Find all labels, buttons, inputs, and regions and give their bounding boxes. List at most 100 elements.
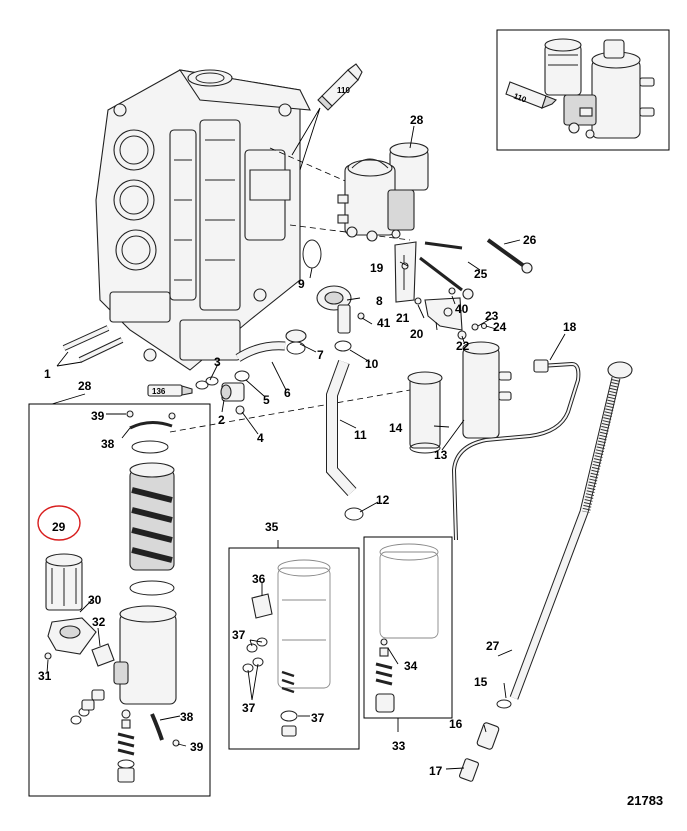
callout-24: 24	[493, 320, 507, 334]
callout-37-c: 37	[311, 711, 325, 725]
fuel-module-assembly-28	[337, 142, 429, 242]
callout-27: 27	[486, 639, 500, 653]
bracket-38-bottom	[150, 713, 164, 741]
o-ring-12	[344, 507, 364, 521]
callout-8: 8	[376, 294, 383, 308]
callout-34: 34	[404, 659, 418, 673]
callout-10: 10	[365, 357, 379, 371]
alignment-line	[269, 147, 401, 206]
bracket-38-top	[129, 421, 173, 430]
callout-23: 23	[485, 309, 499, 323]
callout-29: 29	[52, 520, 66, 534]
filter-element	[129, 462, 175, 571]
spring-35	[281, 670, 295, 694]
callout-12: 12	[376, 493, 390, 507]
callout-19: 19	[370, 261, 384, 275]
callout-25: 25	[474, 267, 488, 281]
callout-36: 36	[252, 572, 266, 586]
hose-27	[509, 361, 633, 700]
spring-valve-stack	[117, 709, 135, 783]
callout-5: 5	[263, 393, 270, 407]
callout-28-top: 28	[410, 113, 424, 127]
callout-38-top: 38	[101, 437, 115, 451]
screw-31	[44, 652, 52, 660]
fittings-row	[70, 689, 105, 725]
clamp-15	[496, 699, 512, 709]
inset-box	[496, 29, 670, 151]
ghost-housing-33	[379, 543, 439, 639]
callout-22: 22	[456, 339, 470, 353]
callout-39-bottom: 39	[190, 740, 204, 754]
screw-39	[126, 410, 134, 418]
plug-35	[281, 725, 297, 737]
screw-39	[168, 412, 176, 420]
inset-fuel-module-illustration	[544, 38, 655, 139]
highlight-circle	[37, 505, 81, 541]
callout-31: 31	[38, 669, 52, 683]
callout-26: 26	[523, 233, 537, 247]
fuel-line-18	[451, 359, 581, 541]
callout-9: 9	[298, 277, 305, 291]
o-ring	[131, 440, 169, 454]
callout-32: 32	[92, 615, 106, 629]
gasket-32	[91, 643, 115, 667]
fuel-filter-29	[45, 553, 83, 611]
callout-37-b: 37	[242, 701, 256, 715]
callout-17: 17	[429, 764, 443, 778]
assembly-box-35	[228, 547, 360, 750]
o-ring	[286, 341, 306, 355]
callout-41: 41	[377, 316, 391, 330]
fitting-2	[220, 382, 245, 402]
callout-33: 33	[392, 739, 406, 753]
tube-136-label: 136	[152, 387, 166, 396]
callout-11: 11	[354, 428, 367, 442]
o-ring-9	[302, 239, 322, 269]
callout-16: 16	[449, 717, 463, 731]
callout-labels: 1 2 3 4 5 6 7 8 9 10 11 12 13 14 15 16 1…	[38, 113, 577, 778]
screw-39	[172, 739, 180, 747]
o-rings-37	[242, 637, 268, 673]
callout-28-box: 28	[78, 379, 92, 393]
filter-element-14	[407, 371, 443, 454]
nut-22	[457, 330, 467, 340]
fitting-7	[285, 329, 307, 343]
screw-21	[414, 297, 422, 305]
leader-lines	[46, 125, 566, 770]
callout-6: 6	[284, 386, 291, 400]
washer-23	[471, 323, 479, 331]
bolt-25	[419, 241, 474, 300]
o-ring	[129, 580, 175, 596]
callout-35: 35	[265, 520, 279, 534]
filter-adapter-30	[47, 617, 97, 655]
callout-21: 21	[396, 311, 410, 325]
grease-tube-136: 136	[147, 384, 193, 397]
elbow-fitting-8	[316, 285, 352, 334]
callout-4: 4	[257, 431, 264, 445]
grease-tube-110: 110	[291, 63, 363, 171]
connector-16	[476, 722, 500, 750]
bracket-20	[424, 297, 463, 331]
connector-17	[459, 758, 479, 782]
callout-39-top: 39	[91, 409, 105, 423]
bolt-26	[486, 238, 533, 274]
stud-1	[62, 325, 124, 363]
callout-15: 15	[474, 675, 488, 689]
valve-34	[375, 638, 395, 713]
callout-3: 3	[214, 355, 221, 369]
hose-11	[326, 359, 357, 497]
callout-38-bottom: 38	[180, 710, 194, 724]
screw-41	[357, 312, 365, 320]
hose-6	[235, 341, 286, 362]
o-ring-37	[280, 710, 298, 722]
callout-2: 2	[218, 413, 225, 427]
nut-24	[480, 322, 488, 330]
o-ring-10	[334, 340, 352, 352]
housing-13	[462, 341, 512, 439]
callout-37-a: 37	[232, 628, 246, 642]
o-ring-3	[195, 380, 209, 390]
callout-14: 14	[389, 421, 403, 435]
callout-13: 13	[434, 448, 448, 462]
callout-7: 7	[317, 348, 324, 362]
callout-1: 1	[44, 367, 51, 381]
